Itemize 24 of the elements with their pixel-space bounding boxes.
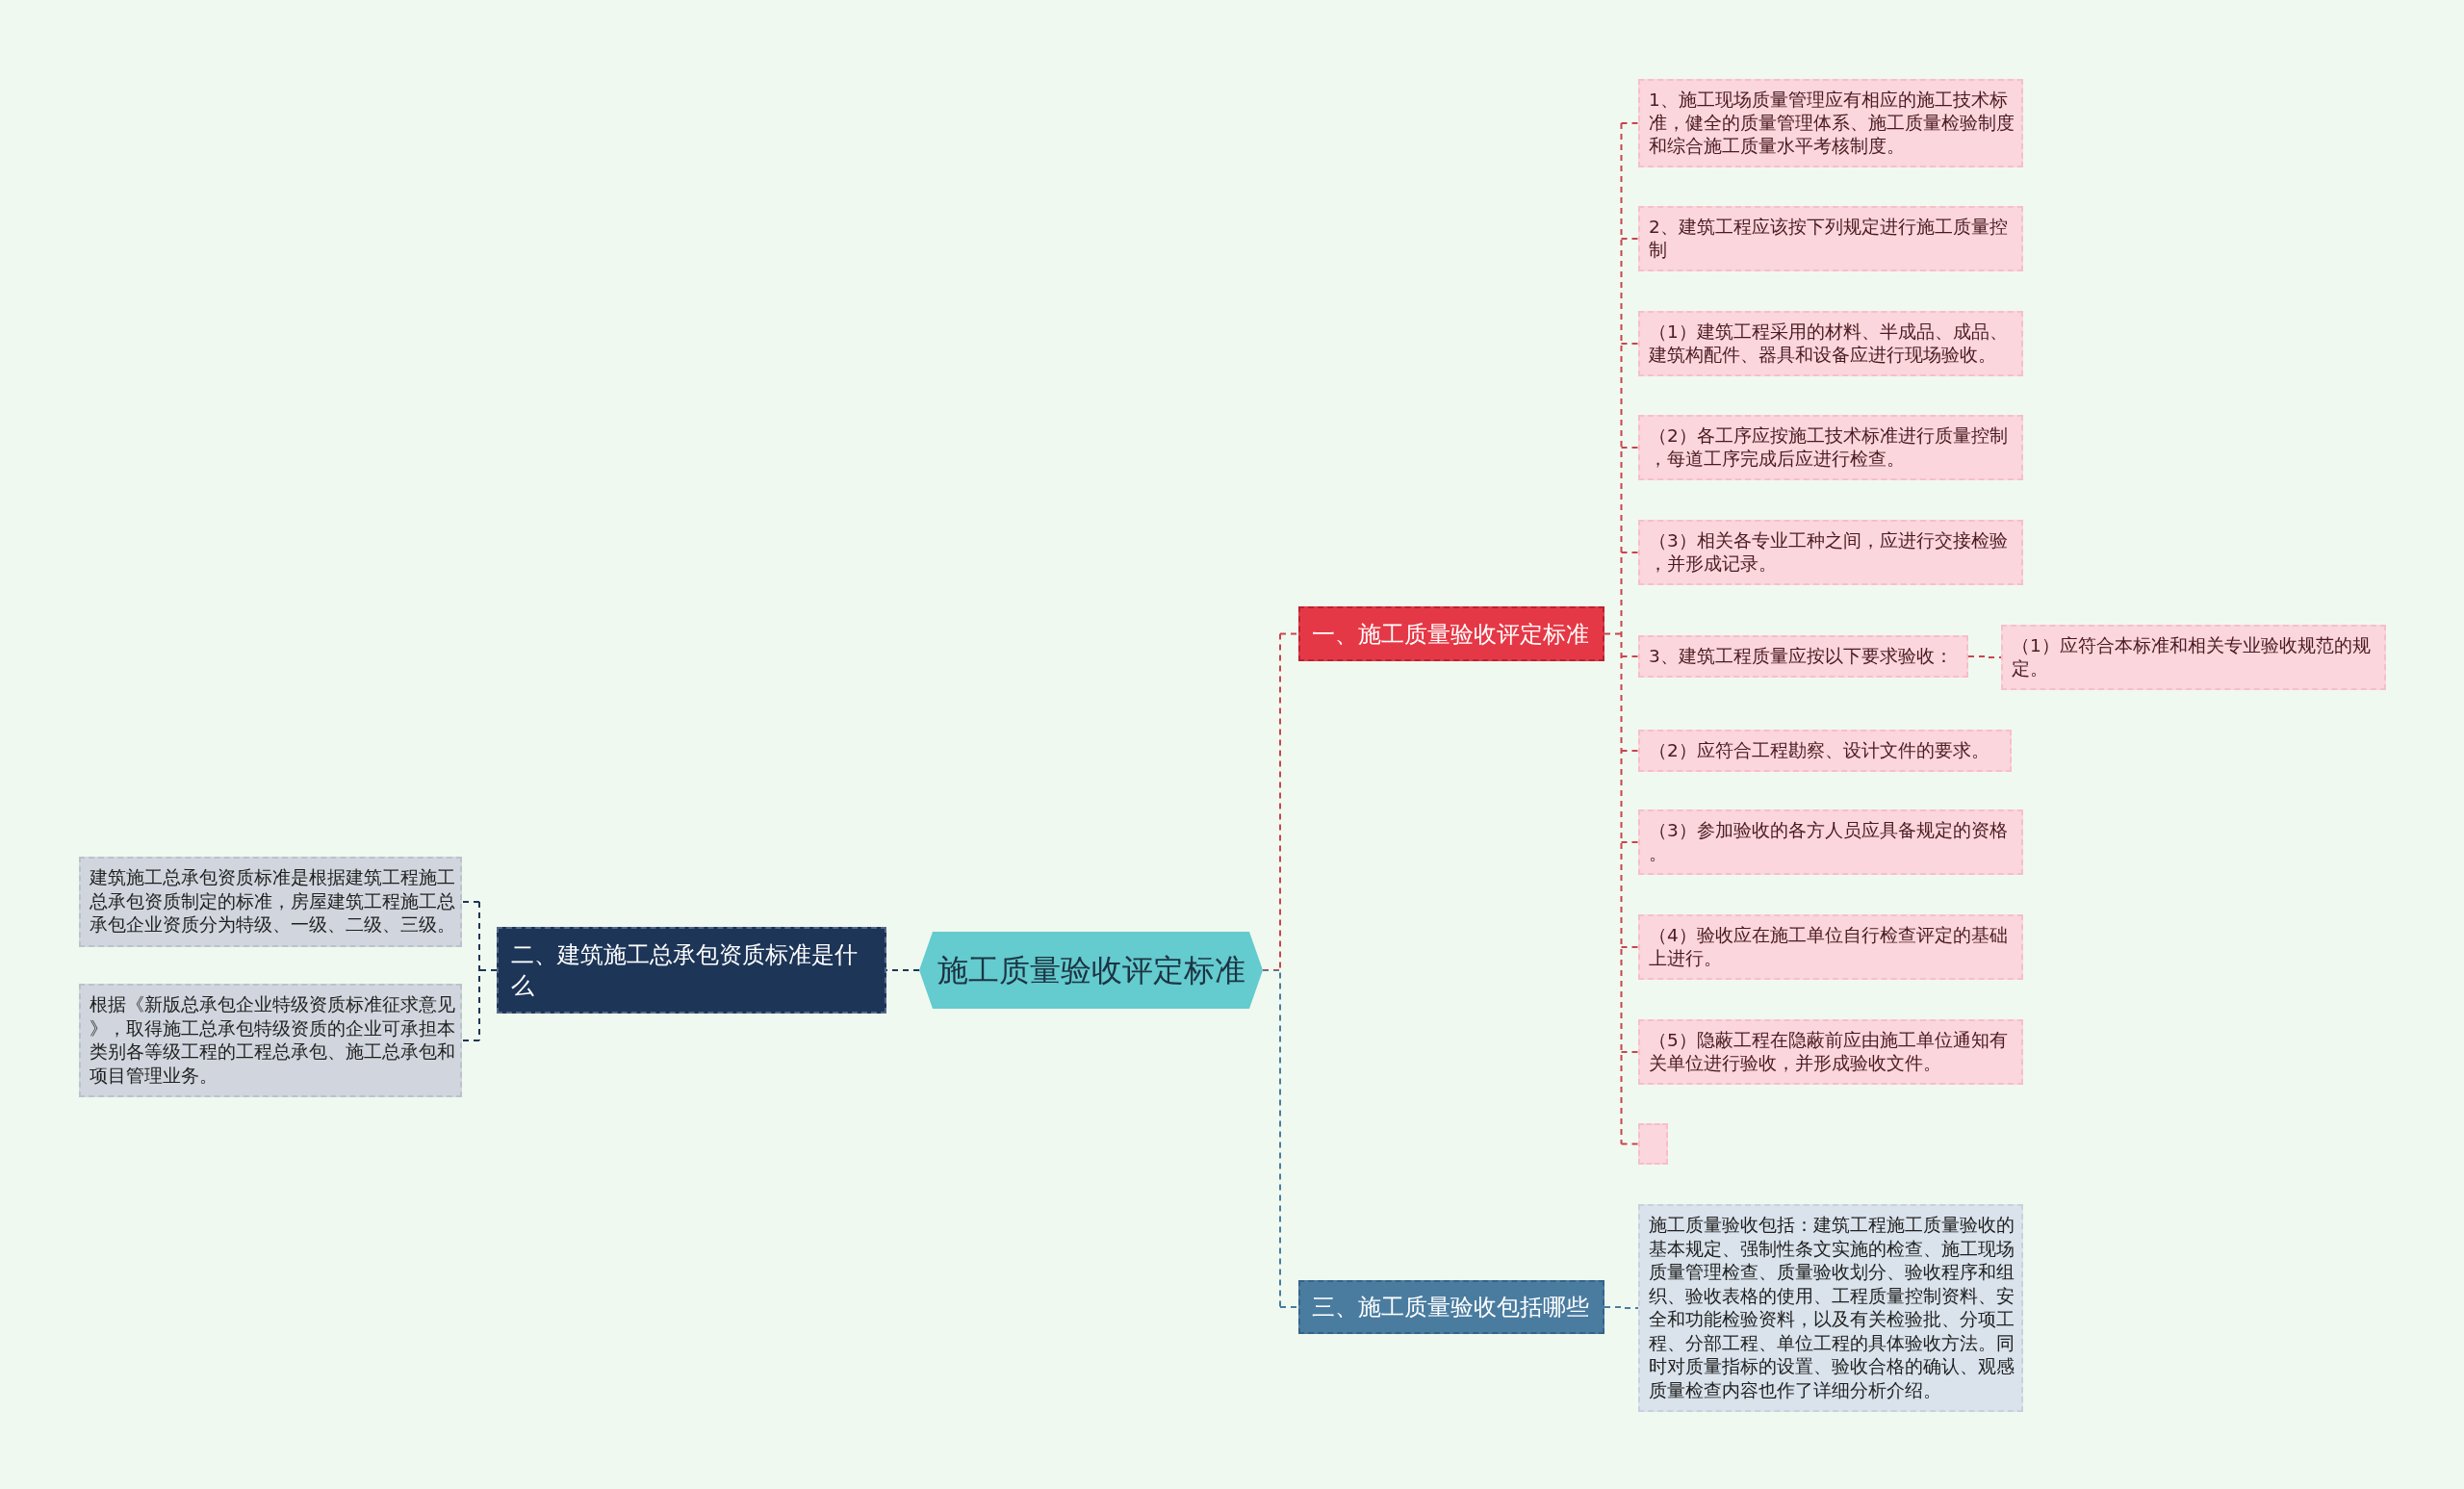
note-box: 2、建筑工程应该按下列规定进行施工质量控制 [1638, 206, 2023, 271]
branch-box: 一、施工质量验收评定标准 [1298, 606, 1604, 661]
branch-box: 二、建筑施工总承包资质标准是什么 [497, 927, 886, 1014]
connector [1262, 632, 1299, 1308]
connector [1604, 1306, 1639, 1309]
note-box: （4）验收应在施工单位自行检查评定的基础上进行。 [1638, 914, 2023, 980]
empty-box [1638, 1123, 1668, 1165]
note-box: （2）各工序应按施工技术标准进行质量控制，每道工序完成后应进行检查。 [1638, 415, 2023, 480]
note-box: （1）应符合本标准和相关专业验收规范的规定。 [2001, 625, 2386, 690]
central-topic: 施工质量验收评定标准 [919, 932, 1263, 1009]
note-box: （1）建筑工程采用的材料、半成品、成品、建筑构配件、器具和设备应进行现场验收。 [1638, 311, 2023, 376]
note-box: （3）相关各专业工种之间，应进行交接检验，并形成记录。 [1638, 520, 2023, 585]
connector [461, 901, 498, 1041]
branch-box: 三、施工质量验收包括哪些 [1298, 1280, 1604, 1334]
note-box: 1、施工现场质量管理应有相应的施工技术标准，健全的质量管理体系、施工质量检验制度和综合施工质量水平考核制度。 [1638, 79, 2023, 167]
note-box: （3）参加验收的各方人员应具备规定的资格。 [1638, 809, 2023, 875]
note-box: （5）隐蔽工程在隐蔽前应由施工单位通知有关单位进行验收，并形成验收文件。 [1638, 1019, 2023, 1085]
note-box: 建筑施工总承包资质标准是根据建筑工程施工总承包资质制定的标准，房屋建筑工程施工总承包企业资质分为特级、一级、二级、三级。 [79, 857, 462, 947]
note-box: 施工质量验收包括：建筑工程施工质量验收的基本规定、强制性条文实施的检查、施工现场质量管理检查、质量验收划分、验收程序和组织、验收表格的使用、工程质量控制资料、安全和功能检验资料，以及有关检验批、分项工程、分部工程、单位工程的具体验收方法。同时对质量指标的设置、验收合格的确认、观感质量检查内容也作了详细分析介绍。 [1638, 1204, 2023, 1412]
note-box: 3、建筑工程质量应按以下要求验收： [1638, 635, 1968, 678]
connector [1604, 122, 1639, 1145]
connector [1967, 655, 2002, 658]
note-box: 根据《新版总承包企业特级资质标准征求意见》，取得施工总承包特级资质的企业可承担本类别各等级工程的工程总承包、施工总承包和项目管理业务。 [79, 984, 462, 1097]
note-box: （2）应符合工程勘察、设计文件的要求。 [1638, 730, 2012, 772]
